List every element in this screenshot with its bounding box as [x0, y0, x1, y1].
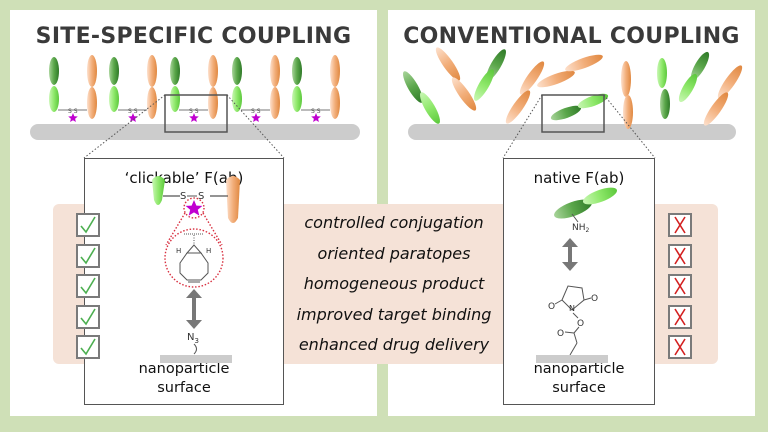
- checkmark-box: [76, 213, 100, 237]
- cross-icon: [674, 338, 686, 356]
- cross-box: [668, 243, 692, 268]
- checkmark-icon: [80, 277, 96, 295]
- benefit-item: controlled conjugation: [304, 213, 484, 232]
- cross-box: [668, 304, 692, 329]
- cross-box: [668, 335, 692, 359]
- benefit-item: homogeneous product: [303, 274, 485, 293]
- clickable-fab-inset: ‘clickable’ F(ab) nanoparticle surface: [84, 158, 284, 405]
- cross-box: [668, 213, 692, 237]
- conventional-checklist: [668, 213, 692, 366]
- checkmark-box: [76, 335, 100, 359]
- checkmark-box: [76, 304, 100, 329]
- checkmark-icon: [80, 216, 96, 234]
- conventional-title: CONVENTIONAL COUPLING: [403, 24, 740, 49]
- cross-box: [668, 274, 692, 298]
- benefit-item: enhanced drug delivery: [298, 335, 490, 354]
- cross-icon: [674, 216, 686, 234]
- checkmark-icon: [80, 247, 96, 264]
- checkmark-icon: [80, 308, 96, 325]
- native-fab-inset: native F(ab) nanoparticle surface: [503, 158, 655, 405]
- benefits-list: controlled conjugation oriented paratope…: [285, 208, 503, 361]
- native-fab-label: native F(ab): [533, 169, 625, 187]
- nanoparticle-surface-label-right: nanoparticle surface: [533, 361, 625, 396]
- cross-icon: [674, 247, 686, 264]
- site-specific-checklist: [76, 213, 100, 366]
- checkmark-icon: [80, 338, 96, 356]
- cross-icon: [674, 277, 686, 295]
- clickable-fab-label: ‘clickable’ F(ab): [124, 169, 244, 187]
- benefit-item: improved target binding: [296, 304, 492, 324]
- checkmark-box: [76, 274, 100, 298]
- nanoparticle-surface-label-left: nanoparticle surface: [138, 361, 230, 396]
- checkmark-box: [76, 243, 100, 268]
- site-specific-title: SITE-SPECIFIC COUPLING: [35, 24, 352, 49]
- benefit-item: oriented paratopes: [317, 243, 471, 263]
- cross-icon: [674, 308, 686, 325]
